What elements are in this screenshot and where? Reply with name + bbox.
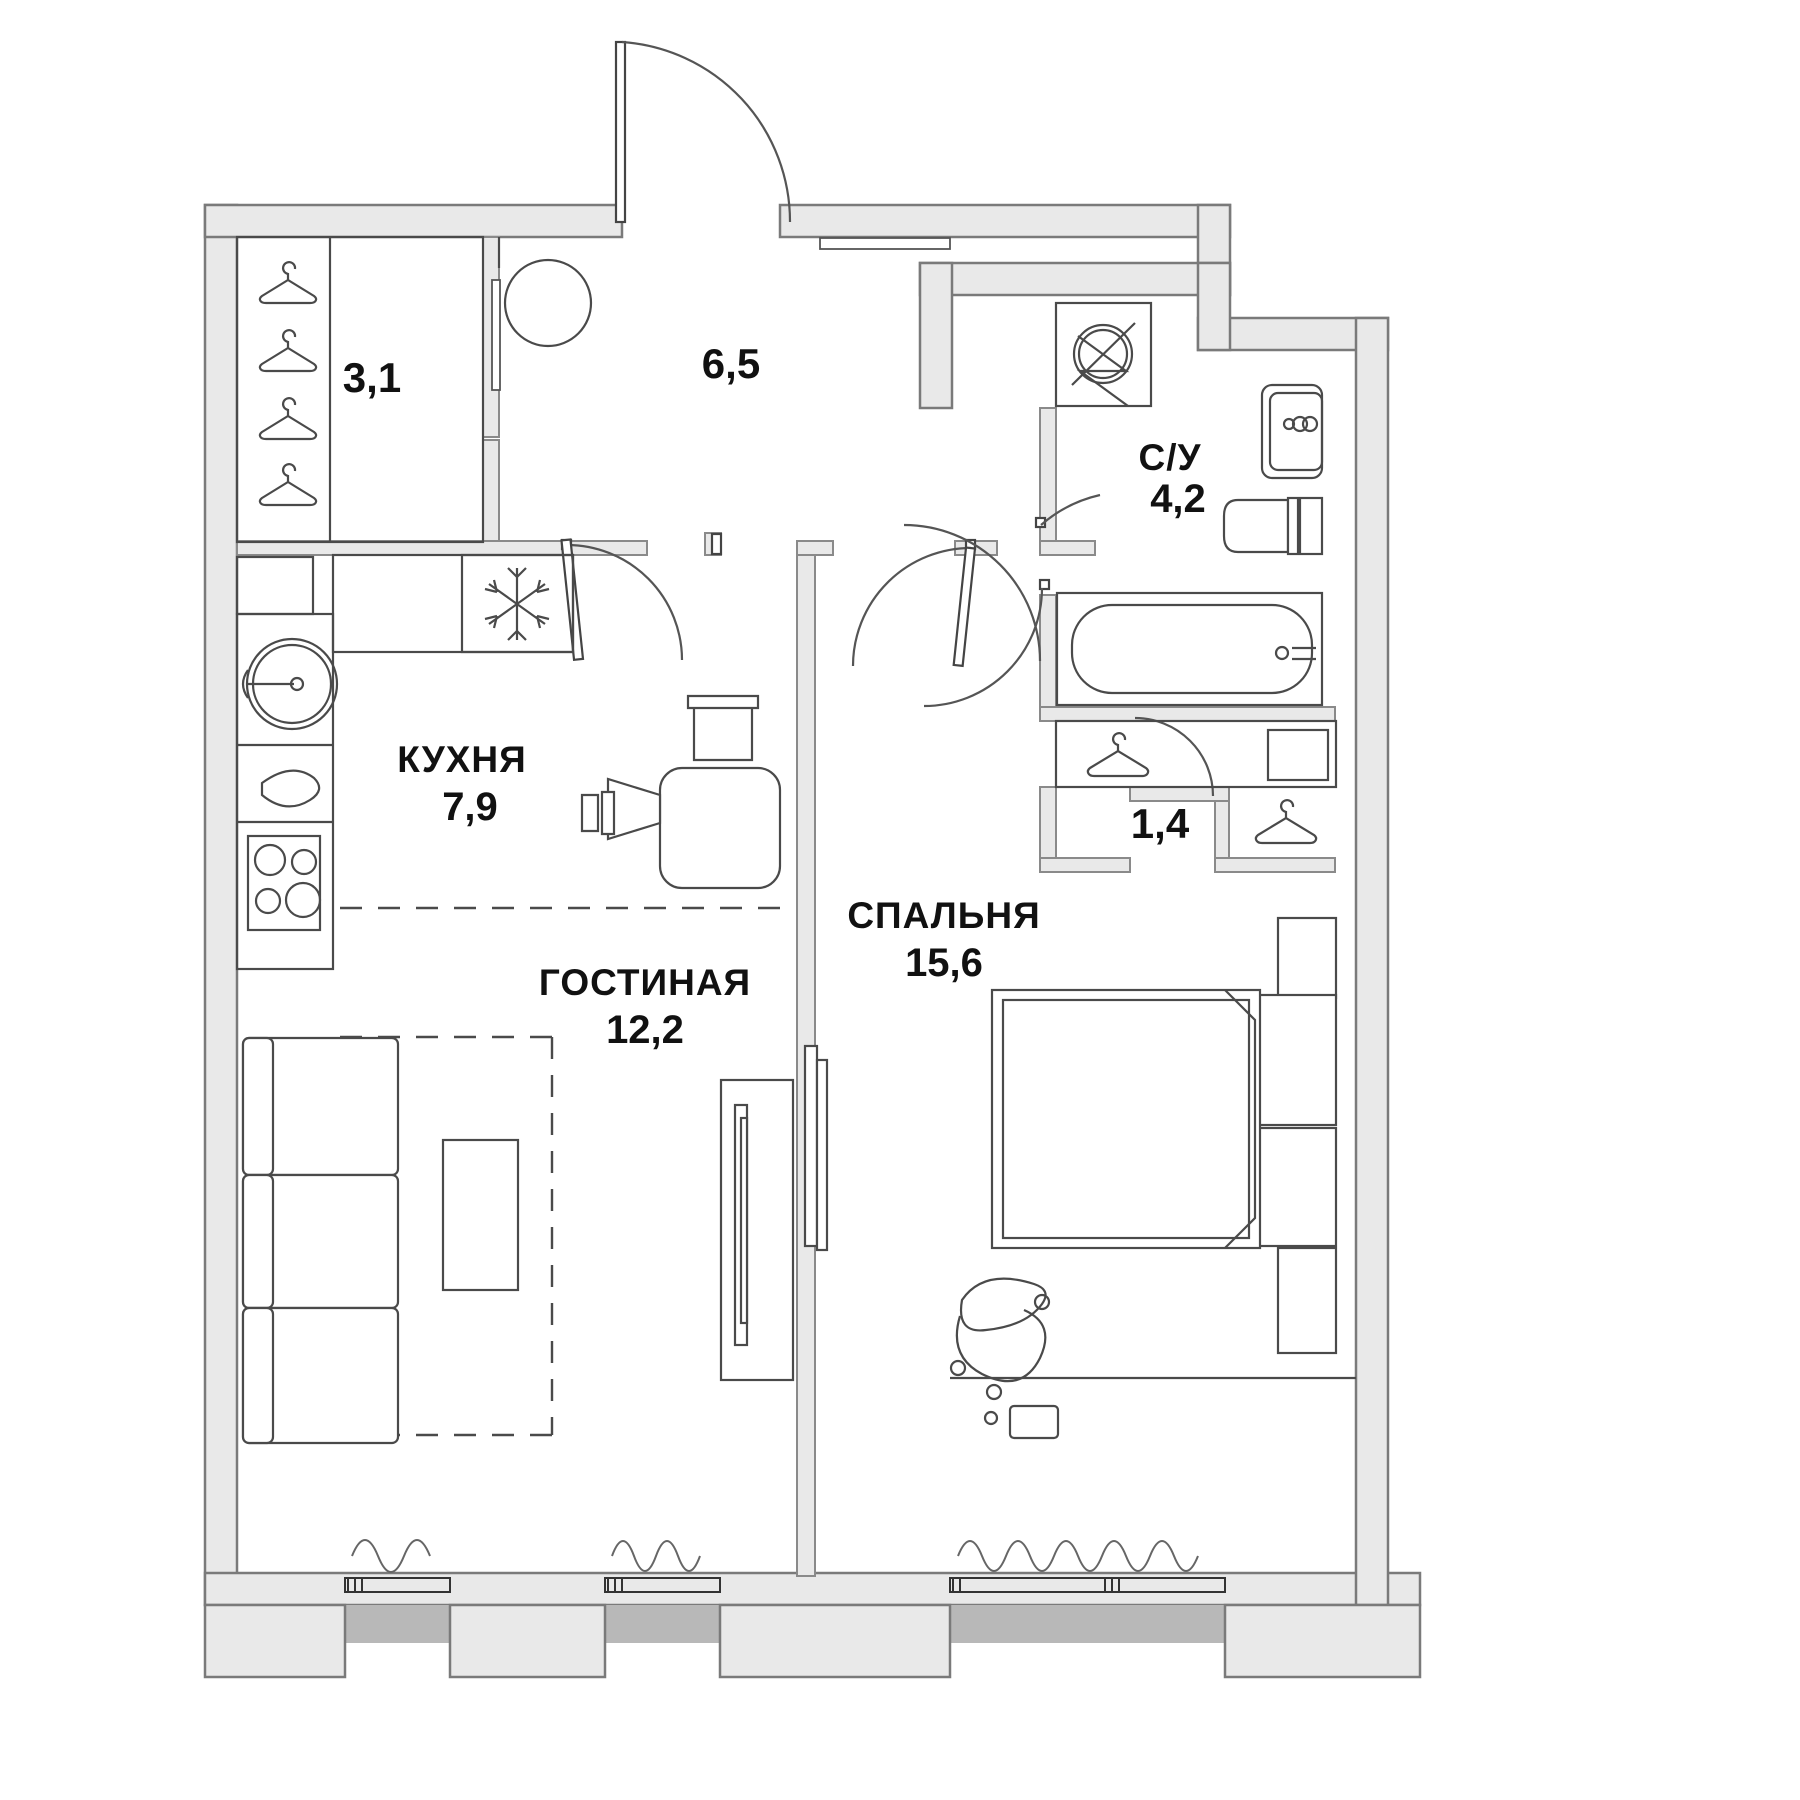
- electrical-panel-icon: [1054, 301, 1153, 408]
- label-area-hall: 6,5: [702, 340, 760, 387]
- wall-center-stub: [796, 540, 834, 556]
- dining-set: [580, 694, 782, 890]
- chair-icon: [686, 694, 760, 762]
- window-living-1: [344, 1577, 451, 1593]
- kitchen-sink-icon: [241, 637, 339, 731]
- wardrobe-unit-top: [1276, 916, 1338, 1000]
- wall-bath-bottom: [1039, 706, 1336, 722]
- doors: [491, 40, 1215, 797]
- kitchen-counter: [235, 612, 335, 971]
- living-furniture: [241, 1036, 520, 1445]
- label-area-kitchen: 7,9: [442, 785, 498, 829]
- room-labels: 3,1 6,5 С/У 4,2 КУХНЯ 7,9 ГОСТИНАЯ 12,2 …: [343, 340, 1206, 1052]
- window-bedroom: [949, 1577, 1226, 1593]
- kitchen-top-counter: [331, 553, 575, 654]
- closet-1-4: [1054, 719, 1338, 845]
- label-name-bedroom: СПАЛЬНЯ: [847, 895, 1040, 936]
- fridge-icon: [460, 553, 575, 654]
- bathroom-fixtures: [1055, 383, 1324, 707]
- nightstand-top: [1256, 993, 1338, 1127]
- nightstand-bottom: [1276, 1246, 1338, 1355]
- window-living-2: [604, 1577, 721, 1593]
- bathroom-door: [903, 493, 1101, 662]
- wall-right: [1354, 316, 1390, 1607]
- hanger-icon: [258, 463, 318, 507]
- stove-icon: [246, 834, 322, 932]
- wall-top-right: [778, 203, 1232, 239]
- label-name-living: ГОСТИНАЯ: [539, 962, 751, 1003]
- closet-shelf: [1266, 728, 1330, 782]
- wall-step-h1: [918, 261, 1232, 297]
- balcony-shadow-band: [203, 1603, 1422, 1679]
- hall-corridor-door: [923, 578, 1051, 708]
- desk-icon: [950, 1376, 1356, 1440]
- radiator-wave-icon-group: [351, 1539, 1199, 1573]
- sink-icon: [1260, 383, 1324, 480]
- wardrobe-room: [235, 235, 485, 544]
- wall-top-left: [203, 203, 624, 239]
- wall-shelf-unit: [719, 1078, 795, 1382]
- hanger-icon: [258, 397, 318, 441]
- label-name-kitchen: КУХНЯ: [397, 739, 527, 780]
- fridge-snowflake-icon: [484, 567, 550, 641]
- wall-closet-bottom-right: [1214, 857, 1336, 873]
- zone-dashed-lines: [340, 906, 795, 1437]
- bathtub-icon: [1055, 591, 1324, 707]
- hanger-icon: [1086, 732, 1150, 778]
- windows-bottom: [344, 1577, 1226, 1593]
- kitchen-door: [560, 538, 684, 661]
- hanger-icon: [1254, 799, 1318, 845]
- kitchen-units: [235, 553, 575, 971]
- label-area-wardrobe: 3,1: [343, 354, 401, 401]
- dining-table: [658, 766, 782, 890]
- closet-door: [1134, 716, 1215, 797]
- hanger-icon: [258, 329, 318, 373]
- bedroom-door: [851, 538, 977, 668]
- chair-icon: [949, 1277, 1051, 1401]
- wall-closet-top-inner: [1129, 786, 1230, 802]
- entry-shelf: [819, 237, 951, 250]
- round-mirror: [503, 258, 593, 348]
- wall-closet-bottom-left: [1039, 857, 1131, 873]
- extractor-icon: [260, 769, 321, 808]
- balcony-pier-1: [203, 1603, 347, 1679]
- wall-bath-door-head: [1039, 540, 1096, 556]
- balcony-pier-4: [1223, 1603, 1422, 1679]
- label-name-bathroom: С/У: [1138, 437, 1201, 478]
- entry-door: [614, 40, 792, 224]
- label-area-bathroom: 4,2: [1150, 477, 1206, 521]
- toilet-icon: [1222, 496, 1324, 556]
- hanger-icon: [258, 261, 318, 305]
- wall-wardrobe-right-lower: [482, 439, 500, 546]
- bedroom-furniture: [719, 916, 1356, 1440]
- nightstand-mid: [1256, 1126, 1338, 1248]
- wall-notch: [1196, 261, 1232, 352]
- chair-icon: [580, 777, 662, 841]
- wall-step-v2: [918, 261, 954, 410]
- balcony-pier-2: [448, 1603, 607, 1679]
- sliding-door-wardrobe: [491, 279, 501, 391]
- label-area-bedroom: 15,6: [905, 941, 983, 985]
- kitchen-cabinet-small: [235, 555, 315, 616]
- wall-left: [203, 203, 239, 1607]
- balcony-pier-3: [718, 1603, 952, 1679]
- sliding-wardrobe-door: [803, 1044, 829, 1252]
- label-area-living: 12,2: [606, 1008, 684, 1052]
- bed-icon: [990, 988, 1262, 1250]
- label-area-closet: 1,4: [1131, 800, 1190, 847]
- sofa-icon: [241, 1036, 400, 1445]
- wardrobe-outline: [235, 235, 485, 544]
- door-jamb-left: [710, 532, 723, 556]
- wall-bath-left-lower: [1039, 594, 1057, 721]
- coffee-table-icon: [441, 1138, 520, 1292]
